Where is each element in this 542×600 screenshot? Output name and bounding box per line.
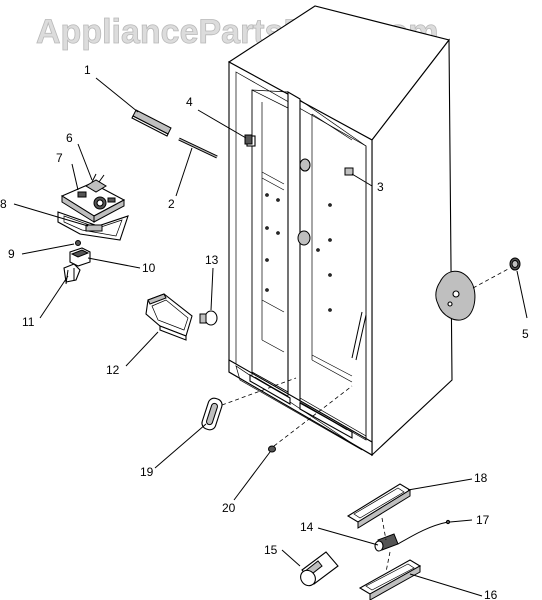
- part-7-assembly: [60, 182, 126, 223]
- part-17-wire: [397, 519, 451, 545]
- part-15-cartridge: [300, 551, 339, 587]
- callout-11: 11: [22, 315, 35, 329]
- callout-16: 16: [484, 588, 498, 600]
- refrigerator-cabinet: [227, 5, 476, 457]
- part-12-housing: [145, 293, 193, 341]
- callout-15: 15: [264, 543, 278, 557]
- part-14-thermistor: [374, 533, 399, 552]
- part-9-screw: [75, 240, 81, 246]
- part-14-leader-a: [381, 517, 387, 541]
- callout-17: 17: [476, 513, 490, 527]
- part-8-bracket: [57, 211, 129, 241]
- callouts: 1 2 3 4 5 6 7 8 9 10 11 12 13 14 15 16 1…: [0, 63, 529, 600]
- part-3-fastener: [344, 167, 354, 176]
- callout-10: 10: [142, 261, 156, 275]
- callout-18: 18: [474, 471, 488, 485]
- callout-19: 19: [140, 465, 154, 479]
- callout-3: 3: [377, 180, 384, 194]
- part-11-clip: [63, 263, 81, 285]
- callout-6: 6: [66, 131, 73, 145]
- callout-5: 5: [522, 327, 529, 341]
- part-18-channel: [346, 483, 412, 529]
- part-19-leader: [221, 377, 297, 406]
- part-5-leader: [472, 267, 511, 289]
- callout-8: 8: [0, 197, 7, 211]
- part-2-rod: [178, 137, 218, 159]
- part-6-switch: [85, 173, 107, 193]
- callout-7: 7: [56, 151, 63, 165]
- part-5-plug: [509, 257, 521, 271]
- callout-9: 9: [8, 247, 15, 261]
- part-4-clip: [244, 134, 253, 145]
- callout-1: 1: [84, 63, 91, 77]
- part-19-bezel: [201, 397, 223, 431]
- callout-12: 12: [106, 363, 120, 377]
- callout-20: 20: [222, 501, 236, 515]
- part-20-leader: [273, 385, 353, 447]
- part-14-leader-b: [385, 551, 391, 573]
- leader-lines: [13, 77, 528, 597]
- part-1-tube: [131, 109, 172, 137]
- callout-4: 4: [186, 95, 193, 109]
- callout-14: 14: [300, 520, 314, 534]
- callout-2: 2: [168, 197, 175, 211]
- part-20-screw: [268, 445, 276, 453]
- callout-13: 13: [205, 253, 219, 267]
- part-16-channel: [358, 559, 422, 600]
- part-10-component: [69, 247, 91, 267]
- part-13-lamp: [199, 310, 218, 326]
